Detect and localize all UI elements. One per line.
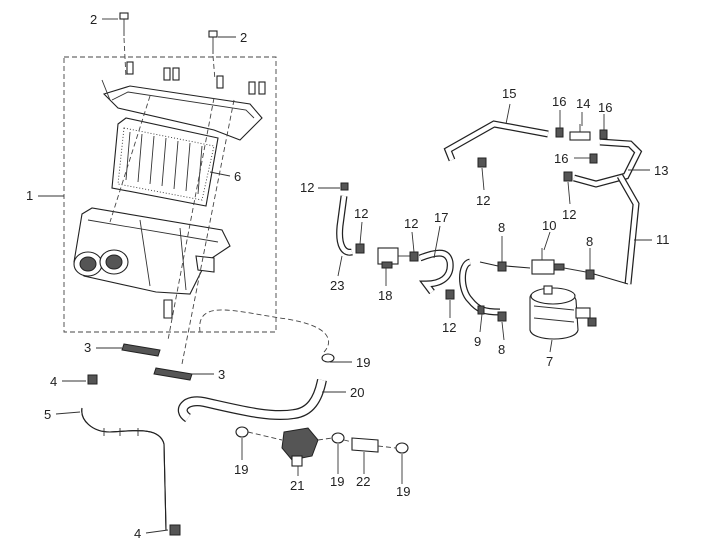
callout-23: 23 xyxy=(330,278,344,293)
clamp-8-right xyxy=(585,269,595,280)
clamp-12-near-23 xyxy=(355,243,365,254)
hose-15 xyxy=(443,120,549,162)
callout-8-lower: 8 xyxy=(498,342,505,357)
solenoid-18 xyxy=(377,247,410,269)
clamp-12-near-18 xyxy=(409,251,419,262)
callout-16-left: 16 xyxy=(552,94,566,109)
callout-4-upper: 4 xyxy=(50,374,57,389)
callout-13: 13 xyxy=(654,163,668,178)
callout-19-right: 19 xyxy=(396,484,410,499)
airbox-frame xyxy=(63,56,277,333)
callout-20: 20 xyxy=(350,385,364,400)
hose-22 xyxy=(343,437,397,453)
clamp-19-b xyxy=(321,353,335,363)
breather-hose-5 xyxy=(81,407,167,531)
hose-20 xyxy=(177,378,327,423)
clamp-12-lower-mid xyxy=(445,289,455,300)
clamp-16-mid xyxy=(589,153,598,164)
clamp-16-right xyxy=(599,129,608,140)
callout-labels: 1 2 2 6 3 3 4 5 4 12 23 12 18 12 17 12 9… xyxy=(26,12,670,541)
callout-18: 18 xyxy=(378,288,392,303)
callout-8-right: 8 xyxy=(586,234,593,249)
hose-17 xyxy=(418,249,454,295)
clamp-19-a xyxy=(235,426,249,438)
callout-12-left: 12 xyxy=(354,206,368,221)
callout-22: 22 xyxy=(356,474,370,489)
callout-1: 1 xyxy=(26,188,33,203)
clamp-19-d xyxy=(395,442,409,454)
hose-9 xyxy=(459,258,501,316)
leader-lines xyxy=(38,18,652,534)
hose-11 xyxy=(616,174,640,285)
callout-12-far-left: 12 xyxy=(300,180,314,195)
clamp-12-top-left xyxy=(477,157,487,168)
charcoal-canister-7 xyxy=(529,285,597,340)
callout-19-mid: 19 xyxy=(330,474,344,489)
callout-3-lower: 3 xyxy=(218,367,225,382)
callout-16-mid: 16 xyxy=(554,151,568,166)
callout-11: 11 xyxy=(656,232,670,247)
callout-6: 6 xyxy=(234,169,241,184)
airbox-housing xyxy=(73,207,231,319)
callout-15: 15 xyxy=(502,86,516,101)
clamp-8-lower xyxy=(497,311,507,322)
hose-23 xyxy=(336,182,353,256)
callout-7: 7 xyxy=(546,354,553,369)
callout-2-top: 2 xyxy=(90,12,97,27)
callout-21: 21 xyxy=(290,478,304,493)
callout-5: 5 xyxy=(44,407,51,422)
callout-17: 17 xyxy=(434,210,448,225)
valve-10 xyxy=(531,248,587,275)
bolt-top-left xyxy=(119,12,129,36)
clamp-19-c xyxy=(331,432,345,444)
clamp-16-left xyxy=(555,127,564,138)
tee-fitting-14 xyxy=(569,124,591,141)
callout-4-lower: 4 xyxy=(134,526,141,541)
callout-3-upper: 3 xyxy=(84,340,91,355)
valve-21 xyxy=(247,427,333,467)
hose-13 xyxy=(573,138,643,188)
callout-10: 10 xyxy=(542,218,556,233)
callout-14: 14 xyxy=(576,96,590,111)
clamp-lower xyxy=(153,367,193,381)
lid-screws xyxy=(126,61,266,95)
clamp-8-left xyxy=(497,261,507,272)
callout-19-upper: 19 xyxy=(356,355,370,370)
callout-12-mid: 12 xyxy=(404,216,418,231)
callout-12-lower: 12 xyxy=(442,320,456,335)
callout-9: 9 xyxy=(474,334,481,349)
airbox-lid xyxy=(101,79,263,141)
callout-12-top-left: 12 xyxy=(476,193,490,208)
air-filter-element xyxy=(111,117,219,207)
clamp-upper xyxy=(121,343,161,357)
callout-16-right: 16 xyxy=(598,100,612,115)
callout-12-top-right: 12 xyxy=(562,207,576,222)
callout-2-right: 2 xyxy=(240,30,247,45)
clip-lower xyxy=(169,524,181,536)
callout-8-left: 8 xyxy=(498,220,505,235)
callout-19-left: 19 xyxy=(234,462,248,477)
clip-upper xyxy=(87,374,98,385)
clamp-12-top-right xyxy=(563,171,573,182)
bolt-top-right xyxy=(208,30,218,54)
